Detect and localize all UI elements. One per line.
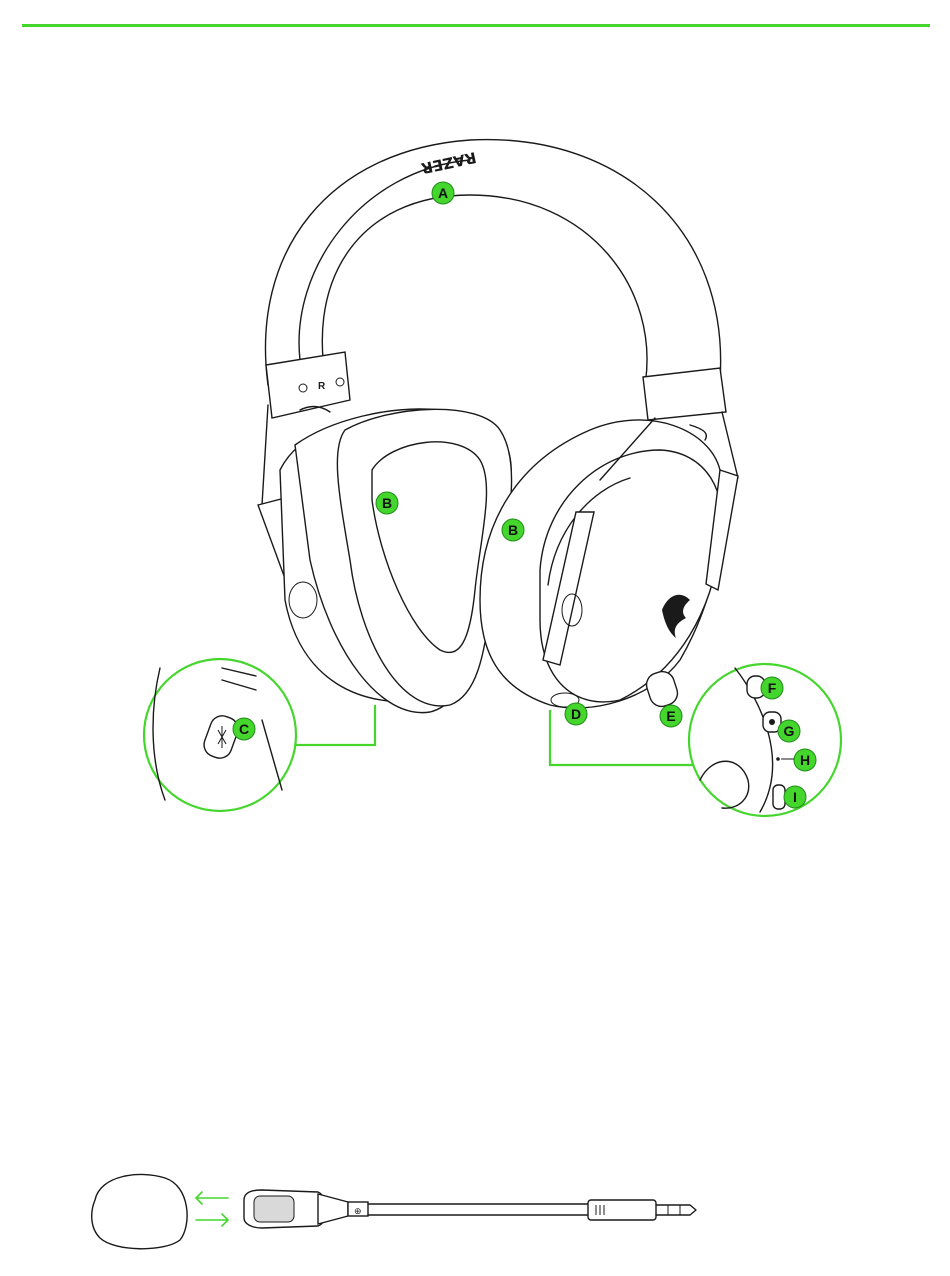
callout-c: C — [233, 718, 255, 740]
callout-b-left: B — [376, 492, 398, 514]
callout-h: H — [794, 749, 816, 771]
svg-text:B: B — [382, 495, 392, 511]
callout-a: A — [432, 182, 454, 204]
svg-text:C: C — [239, 721, 249, 737]
slider-letter: R — [318, 381, 326, 392]
port-i — [773, 785, 785, 809]
svg-text:D: D — [571, 706, 581, 722]
microphone-illustration: ⊕ — [92, 1174, 696, 1248]
svg-text:B: B — [508, 522, 518, 538]
mic-mute-mark: ⊕ — [354, 1206, 362, 1216]
svg-text:F: F — [768, 680, 777, 696]
callout-i: I — [784, 786, 806, 808]
svg-text:RAZER: RAZER — [419, 148, 478, 177]
svg-text:E: E — [666, 708, 675, 724]
callout-g: G — [778, 720, 800, 742]
callout-e: E — [660, 705, 682, 727]
svg-text:H: H — [800, 752, 810, 768]
insert-arrow-icon — [196, 1214, 228, 1226]
svg-text:A: A — [438, 185, 448, 201]
svg-text:I: I — [793, 789, 797, 805]
right-earcup — [480, 418, 738, 709]
svg-text:G: G — [784, 723, 795, 739]
callout-f: F — [761, 677, 783, 699]
headband-lettering: RAZER — [419, 148, 478, 177]
left-earcup — [258, 409, 512, 713]
callout-d: D — [565, 703, 587, 725]
remove-arrow-icon — [196, 1192, 228, 1204]
led-h — [776, 757, 780, 761]
callout-b-right: B — [502, 519, 524, 541]
headset-illustration: RAZER R — [258, 140, 738, 713]
foam-cover — [92, 1174, 187, 1248]
